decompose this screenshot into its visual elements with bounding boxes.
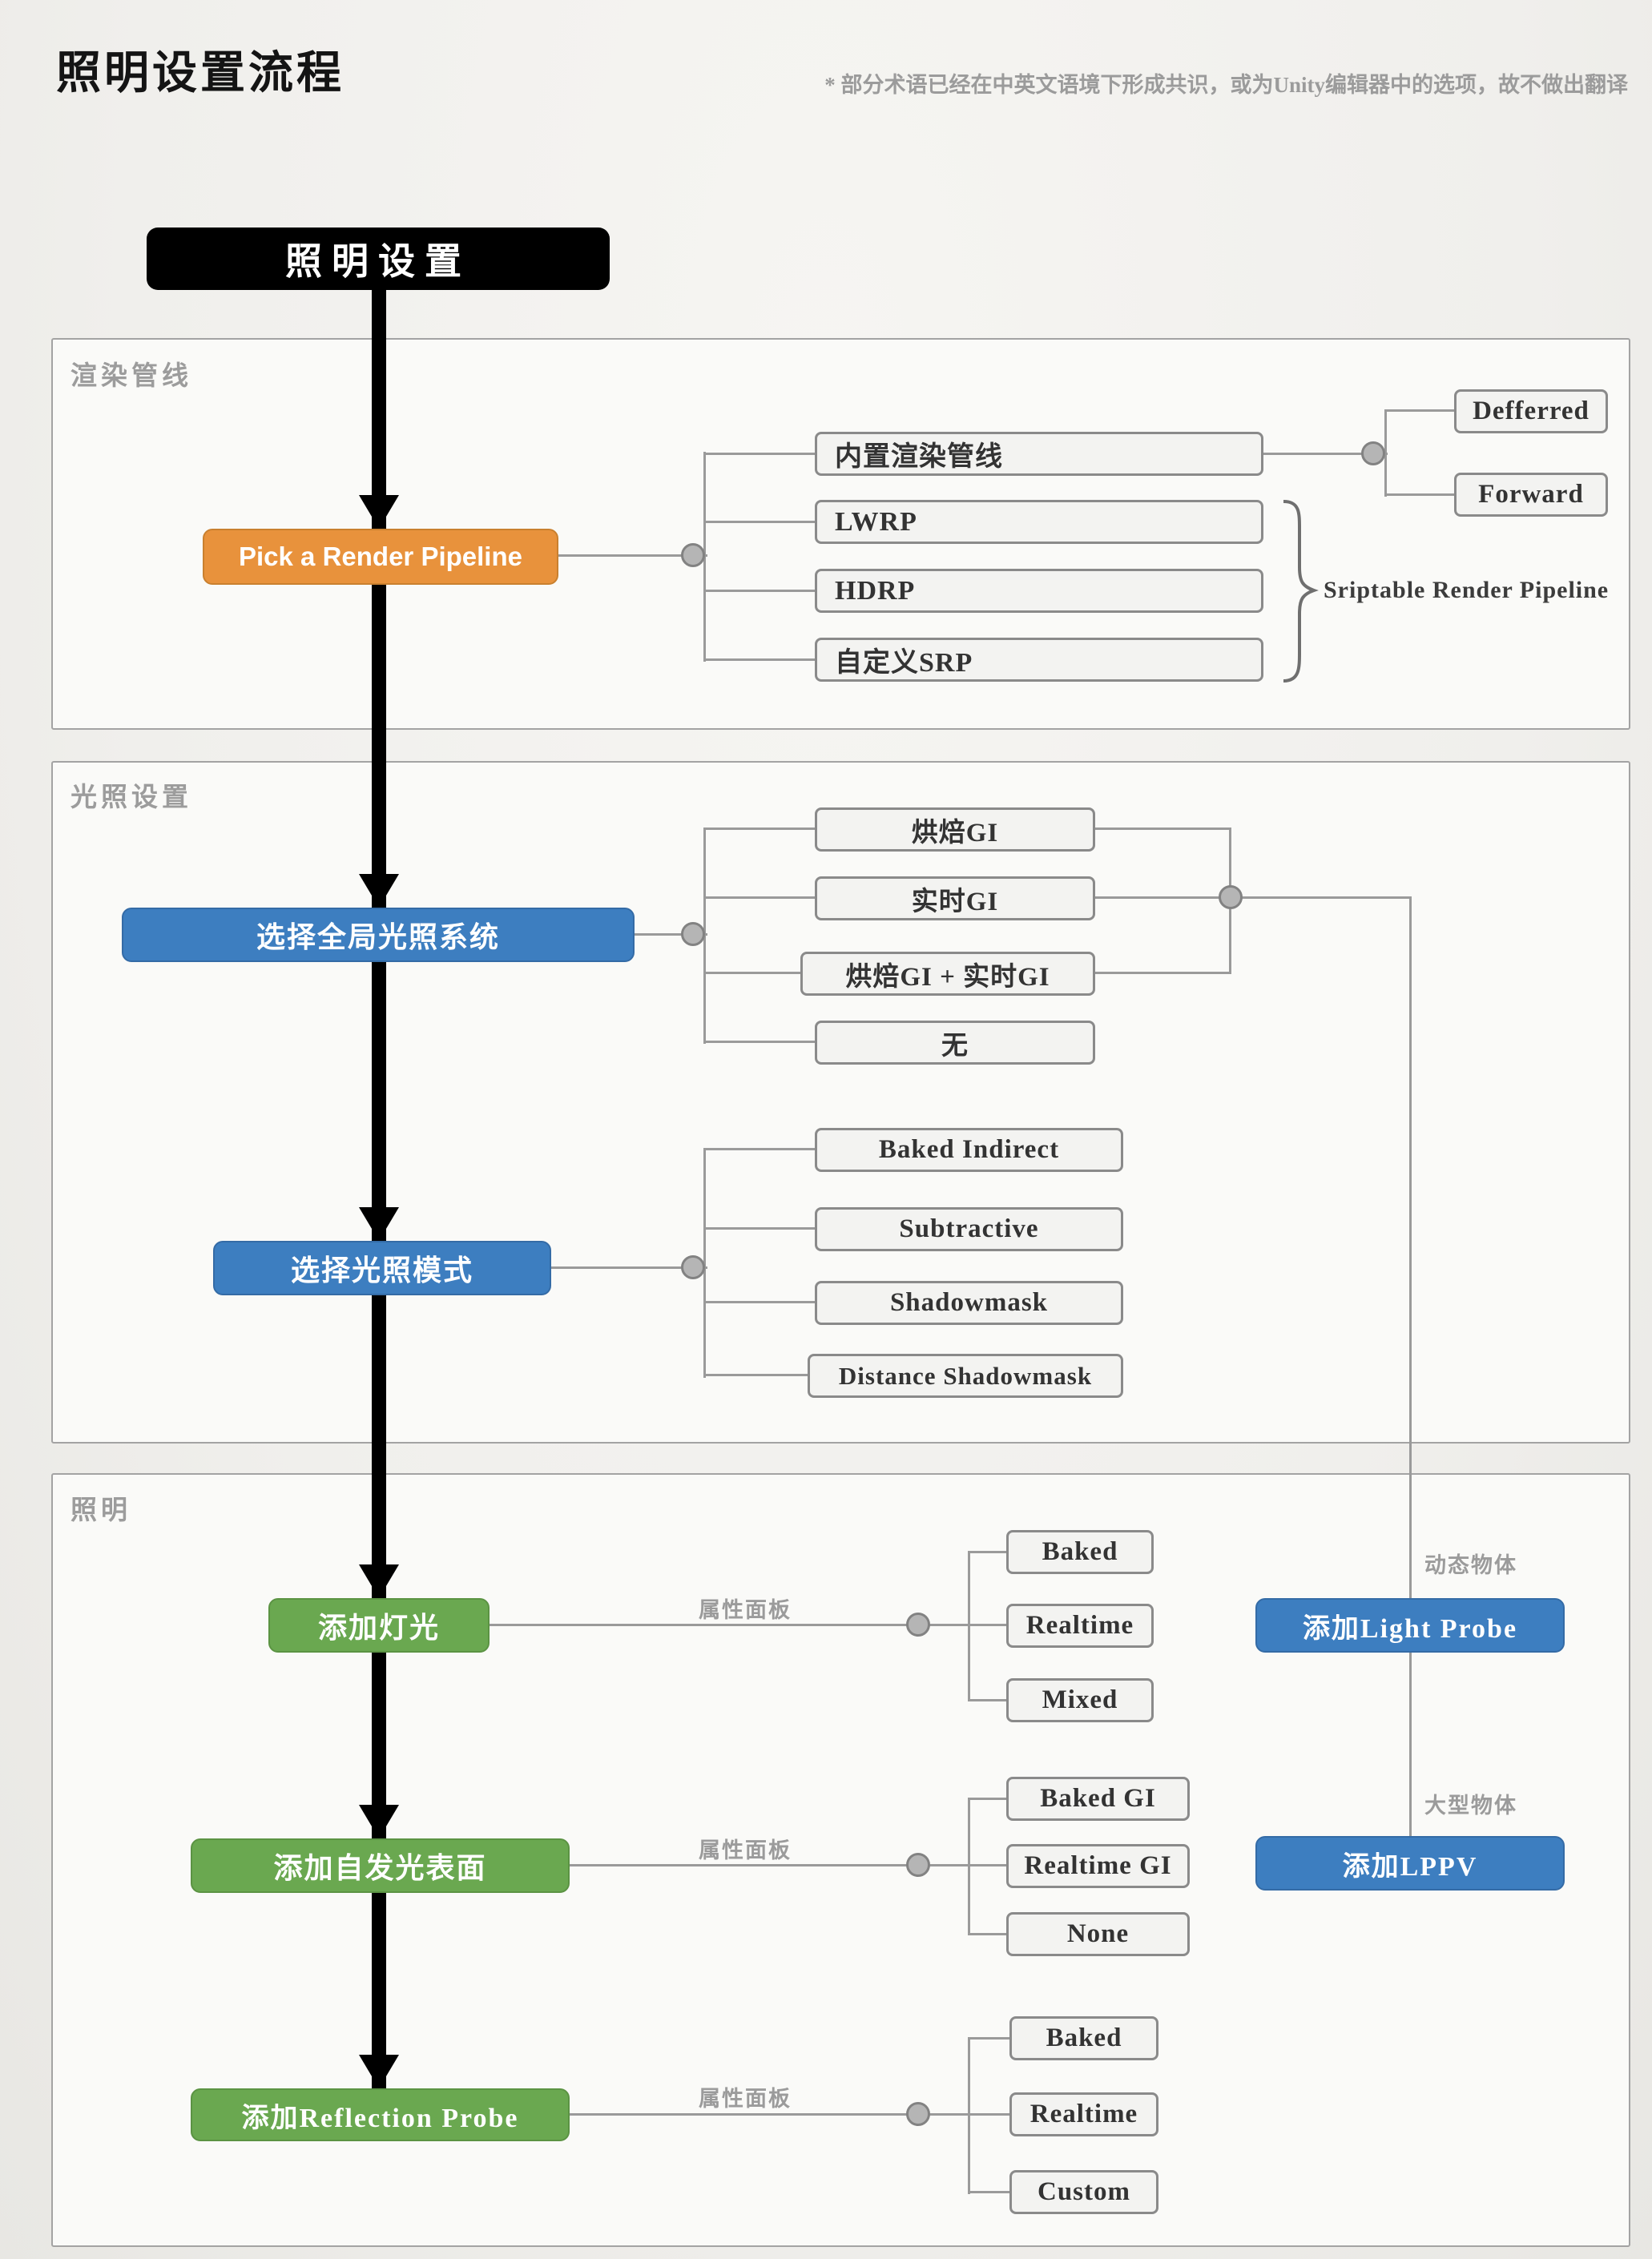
- connector-line: [705, 1148, 815, 1150]
- node-distance-shadowmask: Distance Shadowmask: [808, 1354, 1123, 1398]
- section-render-pipeline-label: 渲染管线: [71, 362, 192, 391]
- node-reflection-baked: Baked: [1009, 2016, 1158, 2060]
- connector-line: [635, 933, 707, 936]
- connector-line: [705, 521, 815, 523]
- properties-panel-label: 属性面板: [699, 1838, 792, 1862]
- junction-dot: [906, 1613, 930, 1637]
- connector-line: [1386, 409, 1454, 412]
- srp-group-brace: [1283, 500, 1319, 683]
- node-light-baked: Baked: [1006, 1530, 1154, 1574]
- node-emissive-realtime-gi: Realtime GI: [1006, 1844, 1190, 1888]
- connector-line: [969, 1933, 1006, 1935]
- connector-line: [705, 1041, 815, 1043]
- node-choose-gi-system: 选择全局光照系统: [122, 908, 635, 962]
- node-light-realtime: Realtime: [1006, 1604, 1154, 1648]
- node-hdrp: HDRP: [815, 569, 1263, 613]
- large-objects-label: 大型物体: [1424, 1794, 1517, 1818]
- flow-arrowhead: [359, 495, 399, 529]
- junction-dot: [906, 2102, 930, 2126]
- node-lwrp: LWRP: [815, 500, 1263, 544]
- translation-note: * 部分术语已经在中英文语境下形成共识，或为Unity编辑器中的选项，故不做出翻…: [824, 73, 1628, 97]
- node-add-light-probe: 添加Light Probe: [1255, 1598, 1565, 1653]
- flow-arrowhead: [359, 1207, 399, 1241]
- junction-dot: [906, 1853, 930, 1877]
- connector-line: [1384, 409, 1387, 497]
- junction-dot: [681, 543, 705, 567]
- connector-line: [558, 554, 707, 557]
- node-shadowmask: Shadowmask: [815, 1281, 1123, 1325]
- connector-line: [1095, 972, 1231, 974]
- connector-line: [969, 1551, 1006, 1553]
- connector-line: [551, 1266, 707, 1269]
- connector-line: [705, 590, 815, 592]
- flow-arrowhead: [359, 1564, 399, 1598]
- connector-line: [969, 1699, 1006, 1701]
- connector-line: [1409, 1653, 1412, 1836]
- srp-group-label: Sriptable Render Pipeline: [1324, 577, 1610, 603]
- page-title: 照明设置流程: [56, 49, 345, 99]
- connector-line: [1095, 827, 1231, 830]
- node-lighting-setup-root: 照明设置: [147, 228, 610, 290]
- connector-line: [705, 972, 800, 974]
- connector-line: [968, 1798, 970, 1935]
- connector-line: [969, 2037, 1009, 2040]
- node-reflection-realtime: Realtime: [1009, 2092, 1158, 2136]
- node-add-light: 添加灯光: [268, 1598, 490, 1653]
- connector-line: [1095, 896, 1231, 899]
- node-baked-plus-realtime-gi: 烘焙GI + 实时GI: [800, 952, 1095, 996]
- junction-dot: [681, 1255, 705, 1279]
- flow-arrowhead: [359, 2055, 399, 2088]
- node-custom-srp: 自定义SRP: [815, 638, 1263, 682]
- node-choose-lighting-mode: 选择光照模式: [213, 1241, 551, 1295]
- node-add-emissive-surface: 添加自发光表面: [191, 1838, 570, 1893]
- flow-arrowhead: [359, 1805, 399, 1838]
- connector-line: [968, 2037, 970, 2194]
- connector-line: [570, 2113, 1009, 2116]
- connector-line: [1409, 896, 1412, 1598]
- connector-line: [1263, 453, 1388, 455]
- node-forward: Forward: [1454, 473, 1608, 517]
- node-realtime-gi: 实时GI: [815, 876, 1095, 920]
- section-lighting-label: 照明: [71, 1496, 131, 1525]
- node-builtin-pipeline: 内置渲染管线: [815, 432, 1263, 476]
- section-lighting-settings-label: 光照设置: [71, 783, 192, 812]
- connector-line: [705, 1301, 815, 1303]
- connector-line: [570, 1864, 1006, 1866]
- connector-line: [490, 1624, 1006, 1626]
- junction-dot: [1219, 885, 1243, 909]
- junction-dot: [1361, 441, 1385, 465]
- connector-line: [1231, 896, 1412, 899]
- node-pick-render-pipeline: Pick a Render Pipeline: [203, 529, 558, 585]
- section-lighting-settings: [51, 761, 1630, 1444]
- node-reflection-custom: Custom: [1009, 2170, 1158, 2214]
- connector-line: [705, 658, 815, 661]
- connector-line: [705, 896, 815, 899]
- connector-line: [705, 1227, 815, 1230]
- node-baked-gi: 烘焙GI: [815, 807, 1095, 852]
- node-subtractive: Subtractive: [815, 1207, 1123, 1251]
- connector-line: [968, 1551, 970, 1701]
- node-deferred: Defferred: [1454, 389, 1608, 433]
- connector-line: [969, 1798, 1006, 1800]
- connector-line: [703, 1148, 706, 1378]
- node-light-mixed: Mixed: [1006, 1678, 1154, 1722]
- connector-line: [1386, 493, 1454, 496]
- flow-arrowhead: [359, 874, 399, 908]
- connector-line: [705, 1374, 808, 1376]
- connector-line: [705, 827, 815, 830]
- junction-dot: [681, 922, 705, 946]
- connector-line: [969, 2191, 1009, 2193]
- node-baked-indirect: Baked Indirect: [815, 1128, 1123, 1172]
- properties-panel-label: 属性面板: [699, 2087, 792, 2111]
- dynamic-objects-label: 动态物体: [1424, 1553, 1517, 1577]
- node-add-lppv: 添加LPPV: [1255, 1836, 1565, 1891]
- properties-panel-label: 属性面板: [699, 1598, 792, 1622]
- connector-line: [705, 453, 815, 455]
- node-no-gi: 无: [815, 1021, 1095, 1065]
- node-emissive-baked-gi: Baked GI: [1006, 1777, 1190, 1821]
- node-add-reflection-probe: 添加Reflection Probe: [191, 2088, 570, 2141]
- node-emissive-none: None: [1006, 1912, 1190, 1956]
